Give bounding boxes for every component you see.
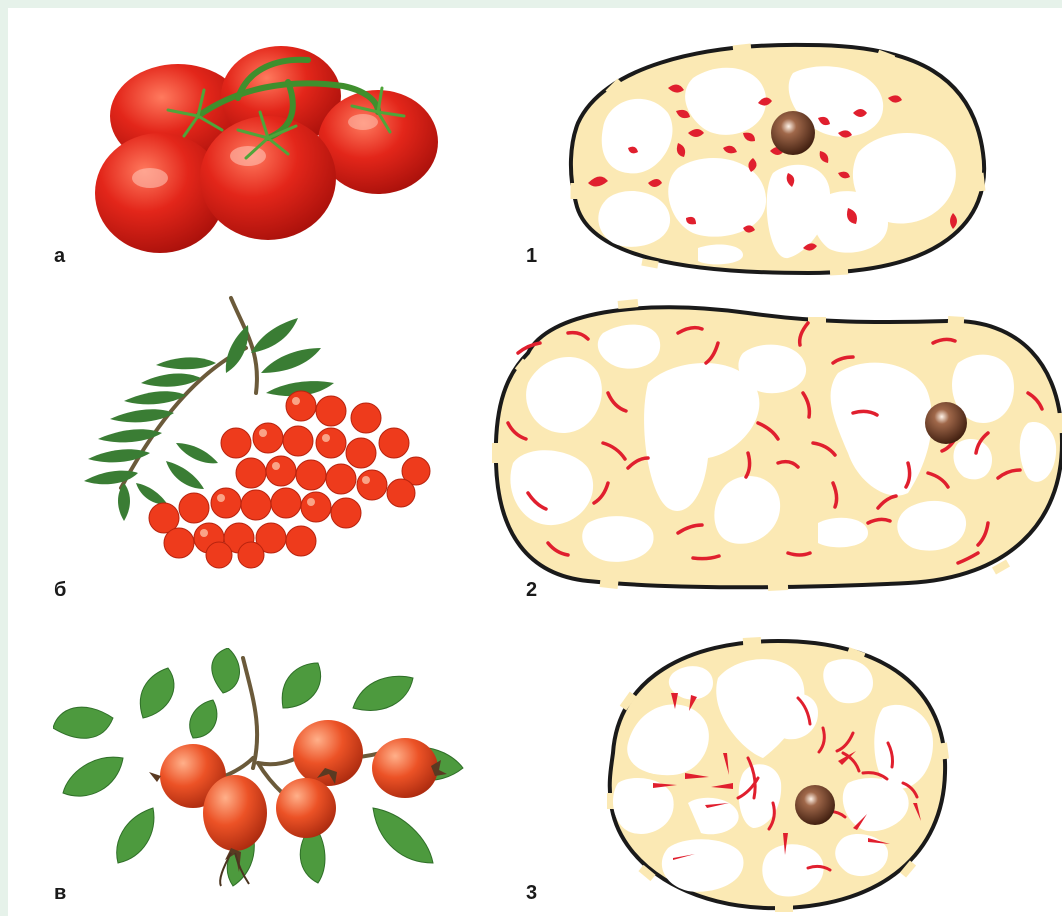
fruit-label-v: в [54,883,66,903]
cell-diagram-2 [488,293,1062,593]
cell-diagram-3 [593,633,963,916]
fruit-label-a: а [54,246,65,266]
tomato-cluster-icon [78,38,468,273]
rosehip-icon [53,648,473,888]
cell-label-3: 3 [526,883,537,903]
cell-label-1: 1 [526,246,537,266]
cell-diagram-1 [548,33,1008,283]
figure-panel: а [8,8,1062,916]
cell-label-2: 2 [526,580,537,600]
rowan-berries-icon [76,293,436,573]
fruit-label-b: б [54,580,66,600]
